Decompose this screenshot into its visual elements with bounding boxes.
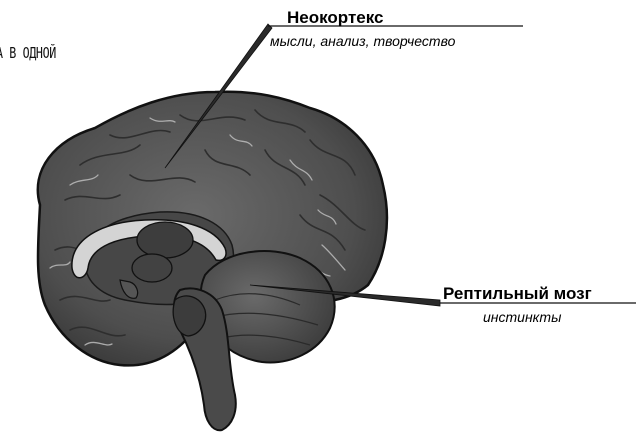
caption-partial: А В ОДНОЙ	[0, 44, 56, 62]
reptilian-title: Рептильный мозг	[443, 284, 592, 304]
thalamus	[137, 222, 193, 258]
reptilian-subtitle: инстинкты	[483, 309, 561, 325]
pons	[173, 296, 205, 336]
hypothalamus	[132, 254, 172, 282]
neocortex-subtitle: мысли, анализ, творчество	[270, 33, 455, 49]
neocortex-title: Неокортекс	[287, 8, 383, 28]
